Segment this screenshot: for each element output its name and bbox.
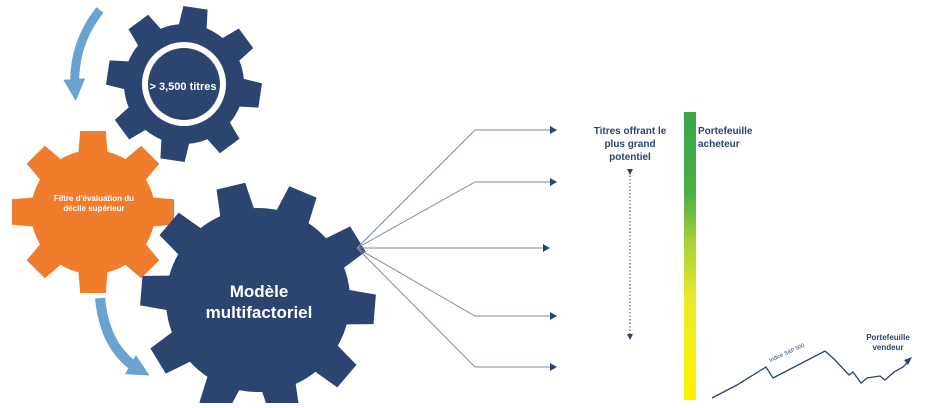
index-line-arrowhead [904, 357, 912, 365]
gear-top-label: > 3,500 titres [149, 81, 217, 93]
potential-label: Titres offrant le plus grand potentiel [593, 126, 667, 163]
long-portfolio-label: Portefeuille acheteur [698, 126, 753, 150]
gear-orange [12, 131, 174, 293]
gear-orange-body [12, 131, 174, 293]
gear-orange-label: Filtre d'évaluation du décile supérieur [53, 194, 135, 213]
fan-line-2 [356, 178, 557, 249]
fan-line-1 [356, 126, 557, 249]
short-portfolio-label: Portefeuille vendeur [866, 333, 910, 353]
cycle-arrow-top [63, 7, 104, 101]
gear-top-hub [148, 48, 220, 120]
index-line [711, 350, 909, 399]
cycle-arrow-bottom [95, 297, 150, 376]
gear-top [106, 6, 262, 162]
fan-line-4 [356, 247, 557, 320]
fan-line-5 [356, 247, 557, 371]
fan-lines [356, 126, 557, 371]
gear-big [140, 182, 376, 408]
gear-big-body [140, 182, 376, 408]
gear-big-label: Modèle multifactoriel [205, 282, 313, 323]
ranking-bar [684, 112, 696, 400]
